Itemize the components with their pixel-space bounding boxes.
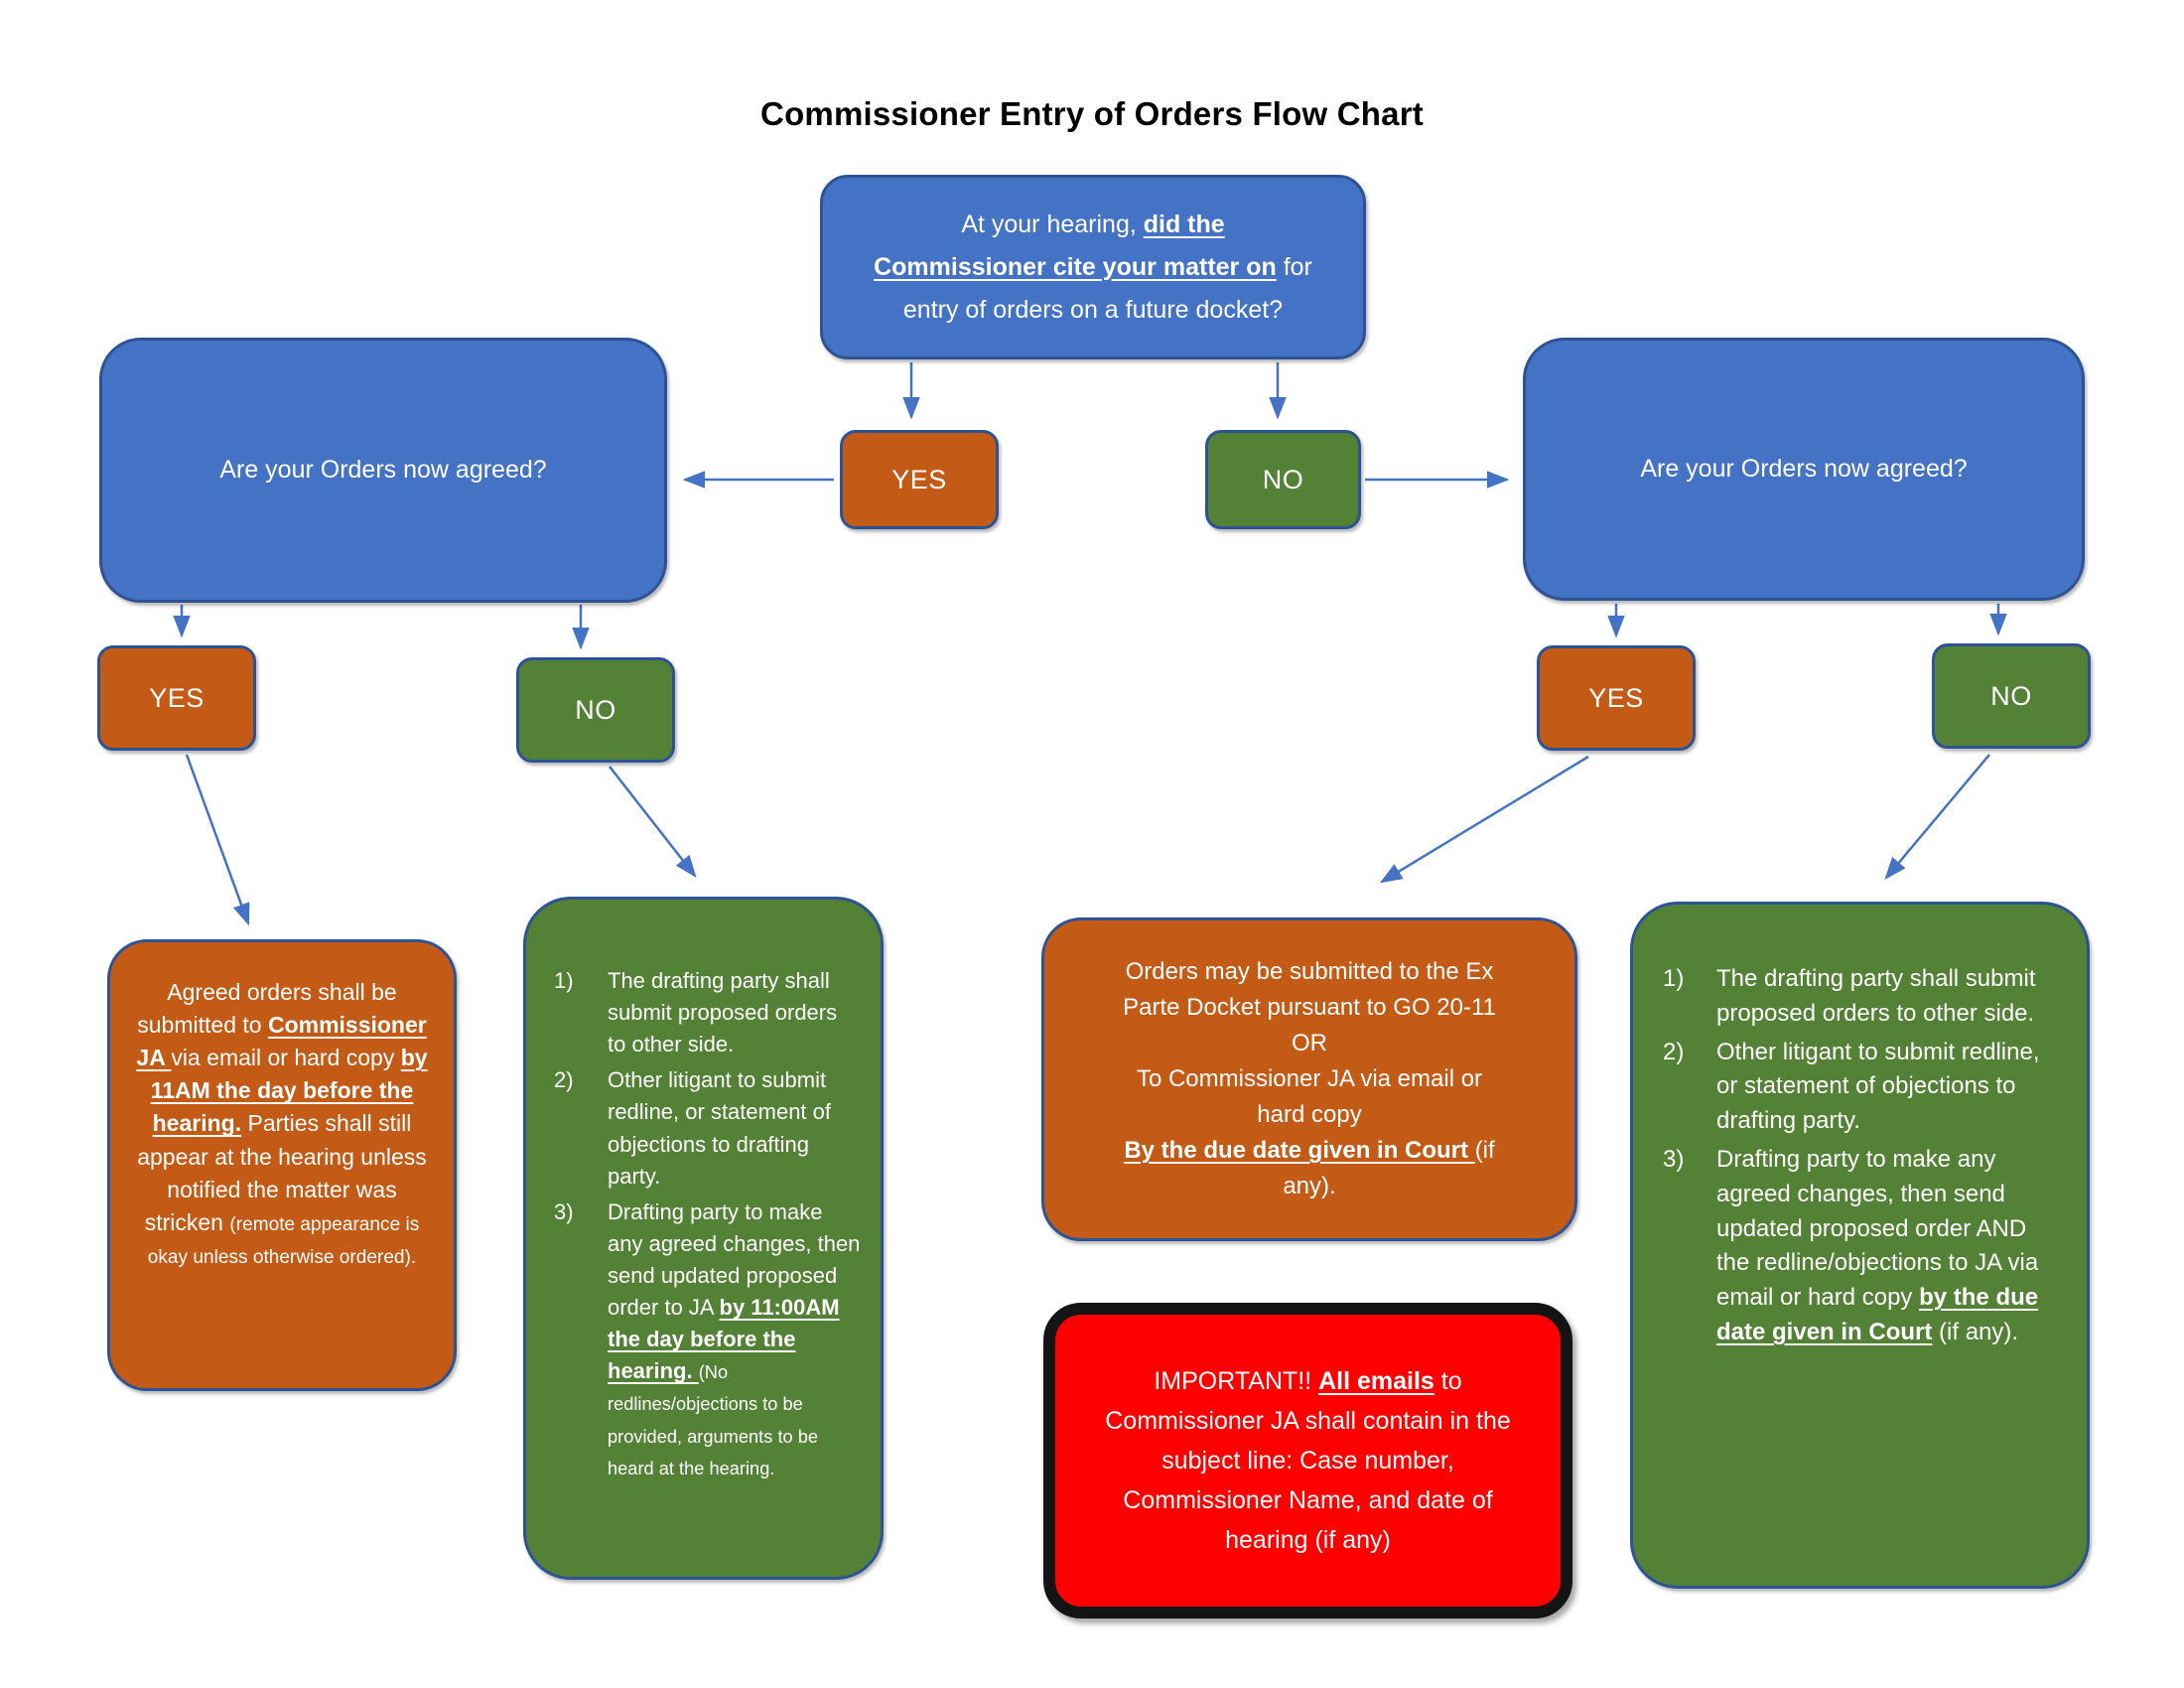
step-item: The drafting party shall submit proposed… xyxy=(1663,962,2036,1027)
node-left-steps: The drafting party shall submit proposed… xyxy=(523,897,884,1580)
node-right-question: Are your Orders now agreed? xyxy=(1523,338,2085,601)
arrow-right-no-to-right-steps xyxy=(1884,754,1990,880)
right-steps-list: The drafting party shall submit proposed… xyxy=(1659,962,2041,1350)
step-item: Drafting party to make any agreed change… xyxy=(1663,1143,2039,1345)
node-right-yes: YES xyxy=(1537,645,1696,751)
node-left-yes: YES xyxy=(97,645,256,751)
step-item: Drafting party to make any agreed change… xyxy=(554,1196,861,1478)
left-steps-list: The drafting party shall submit proposed… xyxy=(550,965,861,1483)
step-item: Other litigant to submit redline, or sta… xyxy=(554,1064,832,1189)
page-title: Commissioner Entry of Orders Flow Chart xyxy=(760,95,1424,132)
step-item: Other litigant to submit redline, or sta… xyxy=(1663,1036,2040,1135)
node-branch-no: NO xyxy=(1205,430,1361,529)
node-right-steps: The drafting party shall submit proposed… xyxy=(1630,902,2090,1589)
node-branch-yes: YES xyxy=(840,430,999,529)
node-left-no: NO xyxy=(516,657,675,763)
arrow-left-no-to-left-steps xyxy=(609,766,697,878)
arrow-left-yes-to-agreed-orders xyxy=(185,754,250,926)
step-item: The drafting party shall submit proposed… xyxy=(554,965,838,1057)
node-right-no: NO xyxy=(1932,643,2091,749)
node-agreed-orders: Agreed orders shall be submitted to Comm… xyxy=(107,939,457,1391)
arrow-right-yes-to-ex-parte xyxy=(1379,755,1589,884)
node-left-question: Are your Orders now agreed? xyxy=(99,338,667,603)
